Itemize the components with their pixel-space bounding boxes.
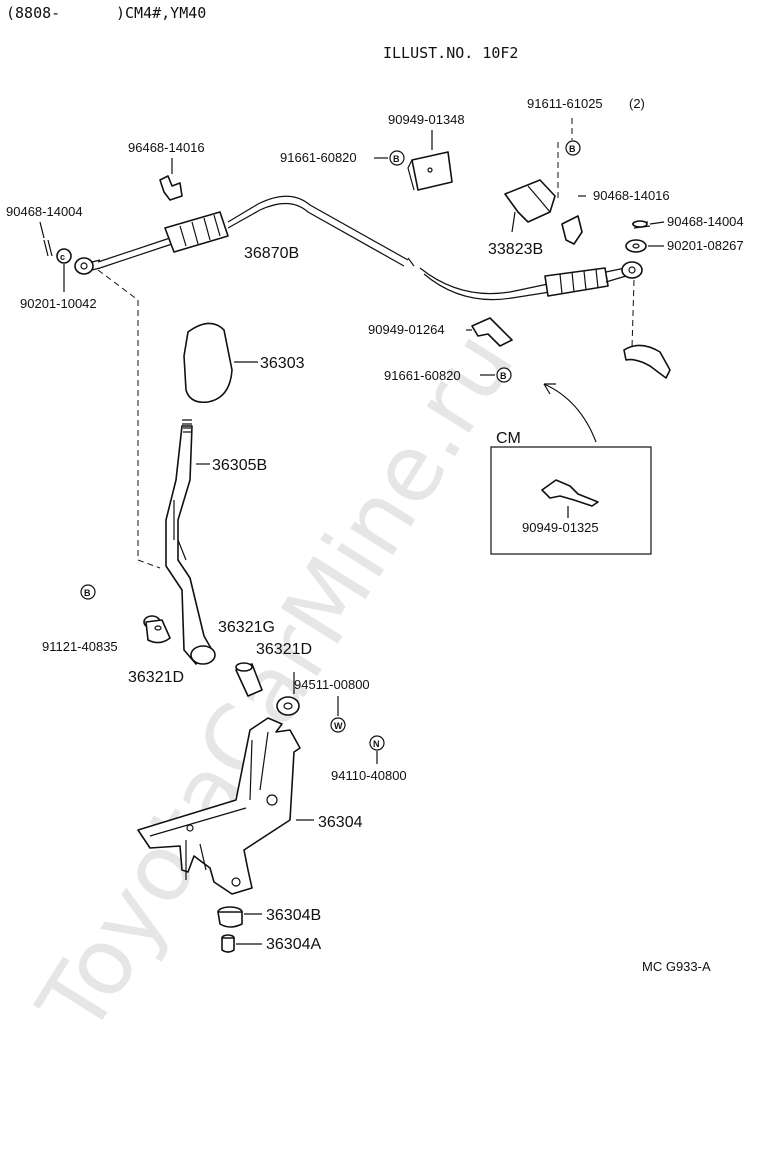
- bushing-36321D-left: [143, 615, 171, 644]
- label-90949-01264: 90949-01264: [368, 322, 445, 337]
- bracket-90949-01348: [407, 130, 453, 191]
- svg-text:B: B: [500, 371, 507, 381]
- shift-lever-36305B: [165, 419, 216, 665]
- bracket-33823B: [504, 179, 556, 233]
- grommet-36304B: [217, 906, 262, 928]
- label-94110-40800: 94110-40800: [331, 768, 407, 783]
- label-94511-00800: 94511-00800: [294, 677, 370, 692]
- cm-label: CM: [496, 430, 521, 447]
- dashed-leader-left: [97, 269, 161, 569]
- diagram-code: MC G933-A: [642, 959, 711, 974]
- control-cable-36870B: [74, 195, 643, 301]
- label-91611-61025: 91611-61025: [527, 96, 603, 111]
- marker-n: N: [369, 735, 385, 751]
- label-36305B: 36305B: [212, 457, 267, 474]
- washer-90201-10042: c: [56, 248, 72, 292]
- dashed-leader-bolt: [557, 118, 573, 200]
- svg-text:W: W: [334, 721, 343, 731]
- label-36870B: 36870B: [244, 245, 299, 262]
- label-36304A: 36304A: [266, 936, 321, 953]
- marker-b-mid: B: [496, 367, 512, 383]
- label-36304B: 36304B: [266, 907, 321, 924]
- transmission-lever-end: [623, 279, 671, 379]
- cm-detail-box: CM: [490, 430, 652, 555]
- svg-text:c: c: [60, 252, 65, 262]
- shift-knob-36303: [183, 322, 233, 404]
- bushing-36321D-right: [276, 672, 300, 716]
- cm-arrow: [543, 383, 597, 443]
- pin-90468-14004-right: [631, 220, 665, 229]
- label-36304: 36304: [318, 814, 363, 831]
- washer-90201-08267: [625, 239, 664, 253]
- marker-w: W: [330, 717, 346, 733]
- header-range: (8808-: [6, 4, 60, 22]
- label-91121-40835: 91121-40835: [42, 639, 118, 654]
- label-33823B: 33823B: [488, 241, 543, 258]
- marker-b-bolt: B: [565, 140, 581, 156]
- collar-36304A: [221, 934, 262, 953]
- collar-36321G: [235, 662, 263, 697]
- svg-text:B: B: [569, 144, 576, 154]
- label-36321D-right: 36321D: [256, 641, 312, 658]
- label-96468-14016: 96468-14016: [128, 140, 205, 155]
- label-36321G: 36321G: [218, 619, 275, 636]
- marker-b-left: B: [80, 584, 96, 600]
- clip-90468-14016-right: [561, 195, 586, 245]
- label-91661-60820-top: 91661-60820: [280, 150, 357, 165]
- label-90949-01325: 90949-01325: [522, 520, 599, 535]
- label-36321D-left: 36321D: [128, 669, 184, 686]
- pin-90468-14004-left: [39, 221, 53, 257]
- svg-text:B: B: [84, 588, 91, 598]
- label-91611-61025-qty: (2): [629, 96, 645, 111]
- clip-96468-14016: [159, 158, 183, 201]
- label-90468-14004-left: 90468-14004: [6, 204, 83, 219]
- marker-b-top: B: [389, 150, 405, 166]
- label-91661-60820-mid: 91661-60820: [384, 368, 461, 383]
- header-models: )CM4#,YM40: [116, 4, 206, 22]
- label-90468-14004-right: 90468-14004: [667, 214, 744, 229]
- bracket-90949-01264: [466, 317, 513, 347]
- label-90201-08267: 90201-08267: [667, 238, 744, 253]
- label-90949-01348: 90949-01348: [388, 112, 465, 127]
- label-90201-10042: 90201-10042: [20, 296, 97, 311]
- svg-text:N: N: [373, 739, 380, 749]
- svg-text:B: B: [393, 154, 400, 164]
- illustration-number: ILLUST.NO. 10F2: [383, 44, 518, 62]
- label-36303: 36303: [260, 355, 305, 372]
- label-90468-14016-right: 90468-14016: [593, 188, 670, 203]
- bracket-36304: [137, 717, 314, 895]
